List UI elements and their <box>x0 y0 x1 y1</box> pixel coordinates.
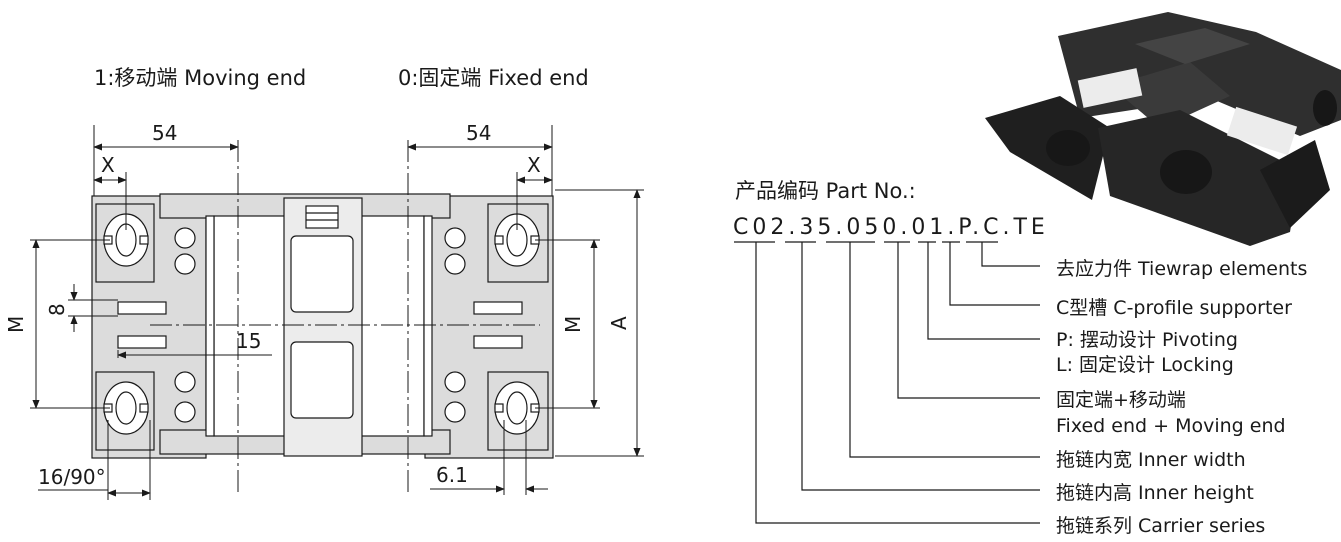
product-photo <box>985 12 1341 246</box>
legend-pivoting: P: 摆动设计 Pivoting <box>1056 329 1238 351</box>
dim-6-1: 6.1 <box>436 463 468 487</box>
leader-lines <box>755 242 1040 524</box>
part-number-title: 产品编码 Part No.: <box>735 179 916 203</box>
legend-ends-en: Fixed end + Moving end <box>1056 415 1286 437</box>
dim-a: A <box>607 316 631 330</box>
dim-8: 8 <box>45 303 69 316</box>
dimension-lines <box>30 125 644 500</box>
legend-inner-width: 拖链内宽 Inner width <box>1056 449 1246 471</box>
dim-54-right: 54 <box>466 121 491 145</box>
chain-link-drawing <box>91 193 554 459</box>
legend-ends-cn: 固定端+移动端 <box>1056 389 1186 411</box>
dim-x-left: X <box>101 153 115 177</box>
dim-m-right: M <box>561 316 585 333</box>
dim-x-right: X <box>527 153 541 177</box>
fixed-end-label: 0:固定端 Fixed end <box>398 66 589 90</box>
moving-end-label: 1:移动端 Moving end <box>94 66 306 90</box>
legend-tiewrap: 去应力件 Tiewrap elements <box>1056 258 1307 280</box>
legend-carrier-series: 拖链系列 Carrier series <box>1056 515 1265 537</box>
centre-lines <box>150 140 540 495</box>
dim-54-left: 54 <box>152 121 177 145</box>
dim-16-90: 16/90° <box>38 465 106 489</box>
legend-inner-height: 拖链内高 Inner height <box>1056 482 1254 504</box>
dim-m-left: M <box>4 316 28 333</box>
part-number-code: C02.35.050.01.P.C.TE <box>733 215 1049 240</box>
legend-c-profile: C型槽 C-profile supporter <box>1056 297 1292 319</box>
dim-15: 15 <box>236 329 261 353</box>
legend-locking: L: 固定设计 Locking <box>1056 354 1234 376</box>
